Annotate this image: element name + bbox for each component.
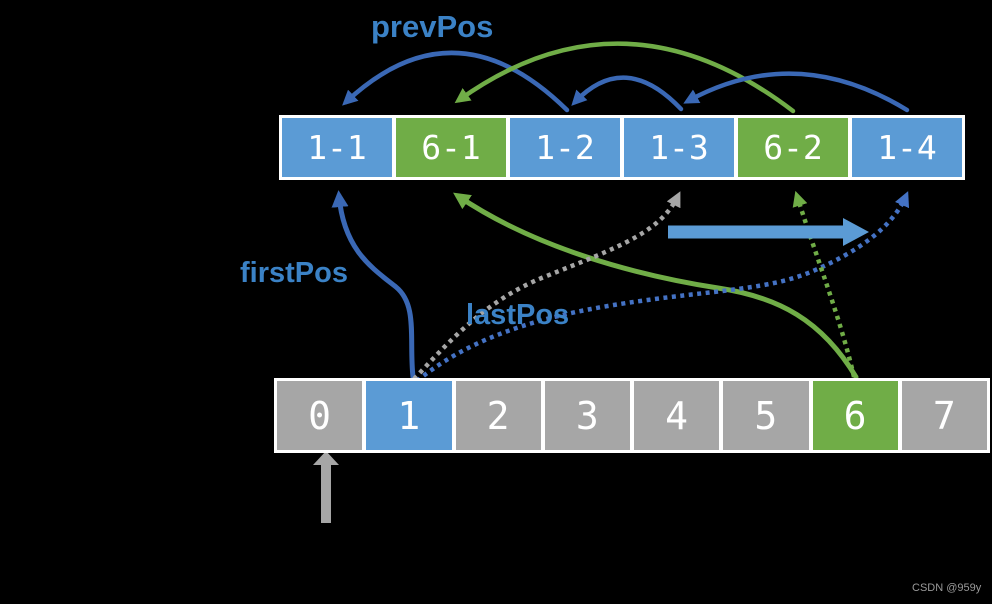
bottom-cell-6: 6 (812, 381, 898, 450)
top-cell-1-4: 1-4 (852, 118, 962, 177)
arc-1-4-to-1-3 (683, 71, 910, 113)
bottom-cell-4: 4 (634, 381, 720, 450)
lastpos-gray-pointer (412, 191, 681, 381)
label-firstpos: firstPos (240, 257, 348, 289)
bottom-cell-3: 3 (544, 381, 630, 450)
bottom-cell-5: 5 (723, 381, 809, 450)
bottom-cell-2: 2 (455, 381, 541, 450)
arc-1-3-to-1-2 (571, 75, 684, 112)
green-solid-pointer (453, 192, 859, 380)
arc-6-2-to-6-1 (454, 41, 796, 114)
bottom-cell-1: 1 (366, 381, 452, 450)
top-cell-6-2: 6-2 (738, 118, 848, 177)
bottom-cell-7: 7 (901, 381, 987, 450)
index-0-pointer (313, 451, 339, 523)
top-cell-1-1: 1-1 (282, 118, 392, 177)
lastpos-blue-pointer (415, 191, 910, 383)
label-lastpos: lastPos (466, 299, 570, 331)
watermark: CSDN @959y (912, 582, 982, 594)
label-prevpos: prevPos (371, 9, 494, 44)
direction-arrow (668, 218, 869, 246)
bottom-cell-0: 0 (277, 381, 363, 450)
top-cell-1-2: 1-2 (510, 118, 620, 177)
top-cell-1-3: 1-3 (624, 118, 734, 177)
prevpos-arc (342, 50, 570, 113)
firstpos-pointer (331, 190, 416, 380)
top-cell-6-1: 6-1 (396, 118, 506, 177)
